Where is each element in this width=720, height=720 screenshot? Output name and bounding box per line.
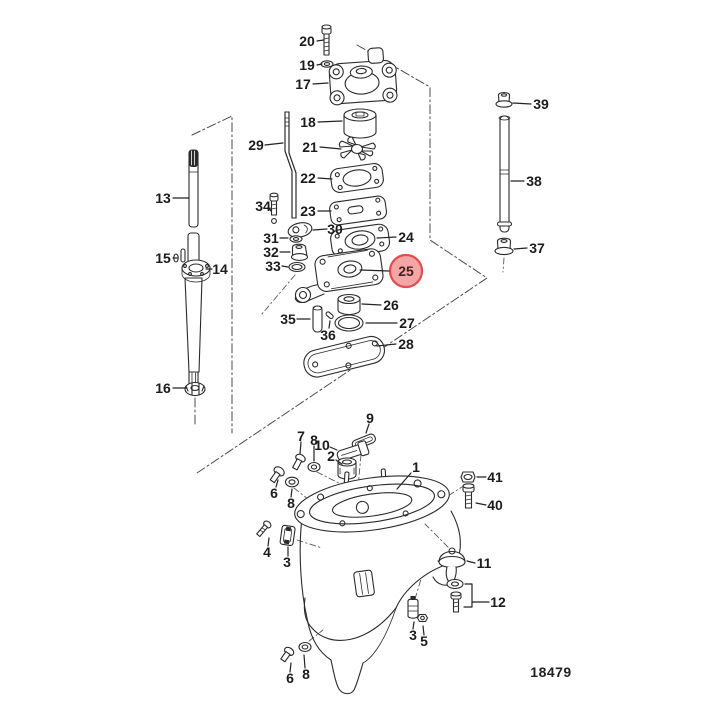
callout-pump-base-25: 25 (398, 263, 414, 279)
callout-impeller-21: 21 (302, 139, 318, 155)
callout-grommet-37: 37 (529, 240, 545, 256)
part-o-ring-33 (288, 261, 306, 273)
part-nut-5 (416, 613, 429, 623)
callout-gasket-28: 28 (398, 336, 414, 352)
callout-grommet-39: 39 (533, 96, 549, 112)
part-water-tube-38 (496, 115, 513, 233)
part-trim-tab-11 (438, 547, 466, 585)
projection-lines (191, 44, 488, 474)
part-gear-housing (294, 468, 461, 695)
part-shift-rod-29 (284, 111, 297, 219)
part-grommet-39 (495, 91, 513, 108)
callout-gasket-24: 24 (398, 229, 414, 245)
callout-driveshaft-13: 13 (155, 190, 171, 206)
callout-dowel-pin-35: 35 (280, 311, 296, 327)
part-grommet-37 (494, 237, 514, 256)
callout-bearing-14: 14 (212, 261, 228, 277)
part-washer-31 (289, 235, 303, 243)
drawing-number: 18479 (530, 664, 572, 680)
callout-face-plate-23: 23 (300, 203, 316, 219)
part-face-plate-23 (329, 195, 388, 226)
part-bushing-2 (337, 457, 357, 480)
callout-pin-36: 36 (320, 327, 336, 343)
callout-washer-8: 8 (302, 666, 310, 682)
part-washer-12 (446, 578, 464, 590)
callout-water-pump-housing-17: 17 (295, 76, 311, 92)
highlight-layer (388, 253, 424, 289)
part-cam-30 (287, 222, 313, 238)
callout-anode-bracket-3: 3 (283, 554, 291, 570)
part-impeller (338, 136, 376, 161)
callout-washer-19: 19 (299, 57, 315, 73)
callout-washer-and-bolt-12: 12 (490, 594, 506, 610)
callout-bolt-20: 20 (299, 33, 315, 49)
callout-o-ring-27: 27 (399, 315, 415, 331)
callout-bolt-34: 34 (255, 198, 271, 214)
part-washer-8a (307, 461, 321, 473)
part-bolt-20 (321, 24, 332, 56)
part-bolt-4 (256, 520, 272, 538)
part-driveshaft-lower (180, 232, 203, 386)
callout-seal-26: 26 (383, 297, 399, 313)
part-bolt-12 (450, 591, 462, 613)
callout-trim-tab-11: 11 (476, 555, 492, 571)
callout-bolt-40: 40 (487, 497, 503, 513)
part-bearing (181, 259, 211, 283)
callout-clamp-9: 9 (366, 410, 374, 426)
part-clamp-10 (336, 440, 370, 461)
callout-bushing-2: 2 (327, 448, 335, 464)
leader-lines (172, 39, 532, 673)
callout-washer-31: 31 (263, 230, 279, 246)
callout-washer-8: 8 (310, 432, 318, 448)
part-anode-3b (407, 596, 419, 619)
part-dowel-pin-35 (312, 305, 323, 333)
callout-water-tube-38: 38 (526, 173, 542, 189)
part-bolt-40 (462, 483, 475, 509)
part-washer-8c (298, 641, 312, 653)
callout-washer-8: 8 (287, 495, 295, 511)
part-washer-8b (284, 476, 300, 488)
part-bolt-7 (292, 453, 306, 471)
callout-key-15: 15 (155, 250, 171, 266)
part-seal-26 (337, 293, 361, 316)
callout-anode-3: 3 (409, 627, 417, 643)
callout-bolt-6: 6 (286, 670, 294, 686)
part-gasket-22 (330, 162, 384, 194)
part-driveshaft-upper (188, 149, 199, 228)
callout-bolt-4: 4 (263, 544, 271, 560)
part-gasket-28 (303, 335, 385, 378)
callout-bolt-6: 6 (270, 485, 278, 501)
callout-clamp-10: 10 (314, 437, 330, 453)
part-anode-bracket-3a (279, 524, 296, 546)
callout-gasket-22: 22 (300, 170, 316, 186)
callout-nut-5: 5 (420, 633, 428, 649)
part-impeller-cup (343, 108, 377, 139)
callout-o-ring-33: 33 (265, 258, 281, 274)
callout-grommet-32: 32 (263, 244, 279, 260)
part-pump-base-plate-25 (294, 248, 384, 304)
part-nut-41 (460, 471, 476, 483)
part-bolt-34 (269, 192, 279, 224)
callout-cam-30: 30 (327, 221, 343, 237)
callout-pinion-gear-16: 16 (155, 380, 171, 396)
callout-gear-housing-1: 1 (412, 459, 420, 475)
part-bolt-6a (269, 466, 285, 484)
callout-impeller-cup-18: 18 (300, 114, 316, 130)
callout-nut-41: 41 (487, 469, 503, 485)
part-grommet-32 (290, 243, 309, 261)
part-pinion-gear (184, 381, 206, 397)
callout-shift-rod-29: 29 (248, 137, 264, 153)
part-pin-36 (325, 311, 334, 320)
part-water-pump-housing (328, 47, 398, 106)
part-o-ring-27 (334, 314, 364, 332)
callout-bolt-7: 7 (297, 428, 305, 444)
part-bolt-6b (280, 646, 295, 663)
